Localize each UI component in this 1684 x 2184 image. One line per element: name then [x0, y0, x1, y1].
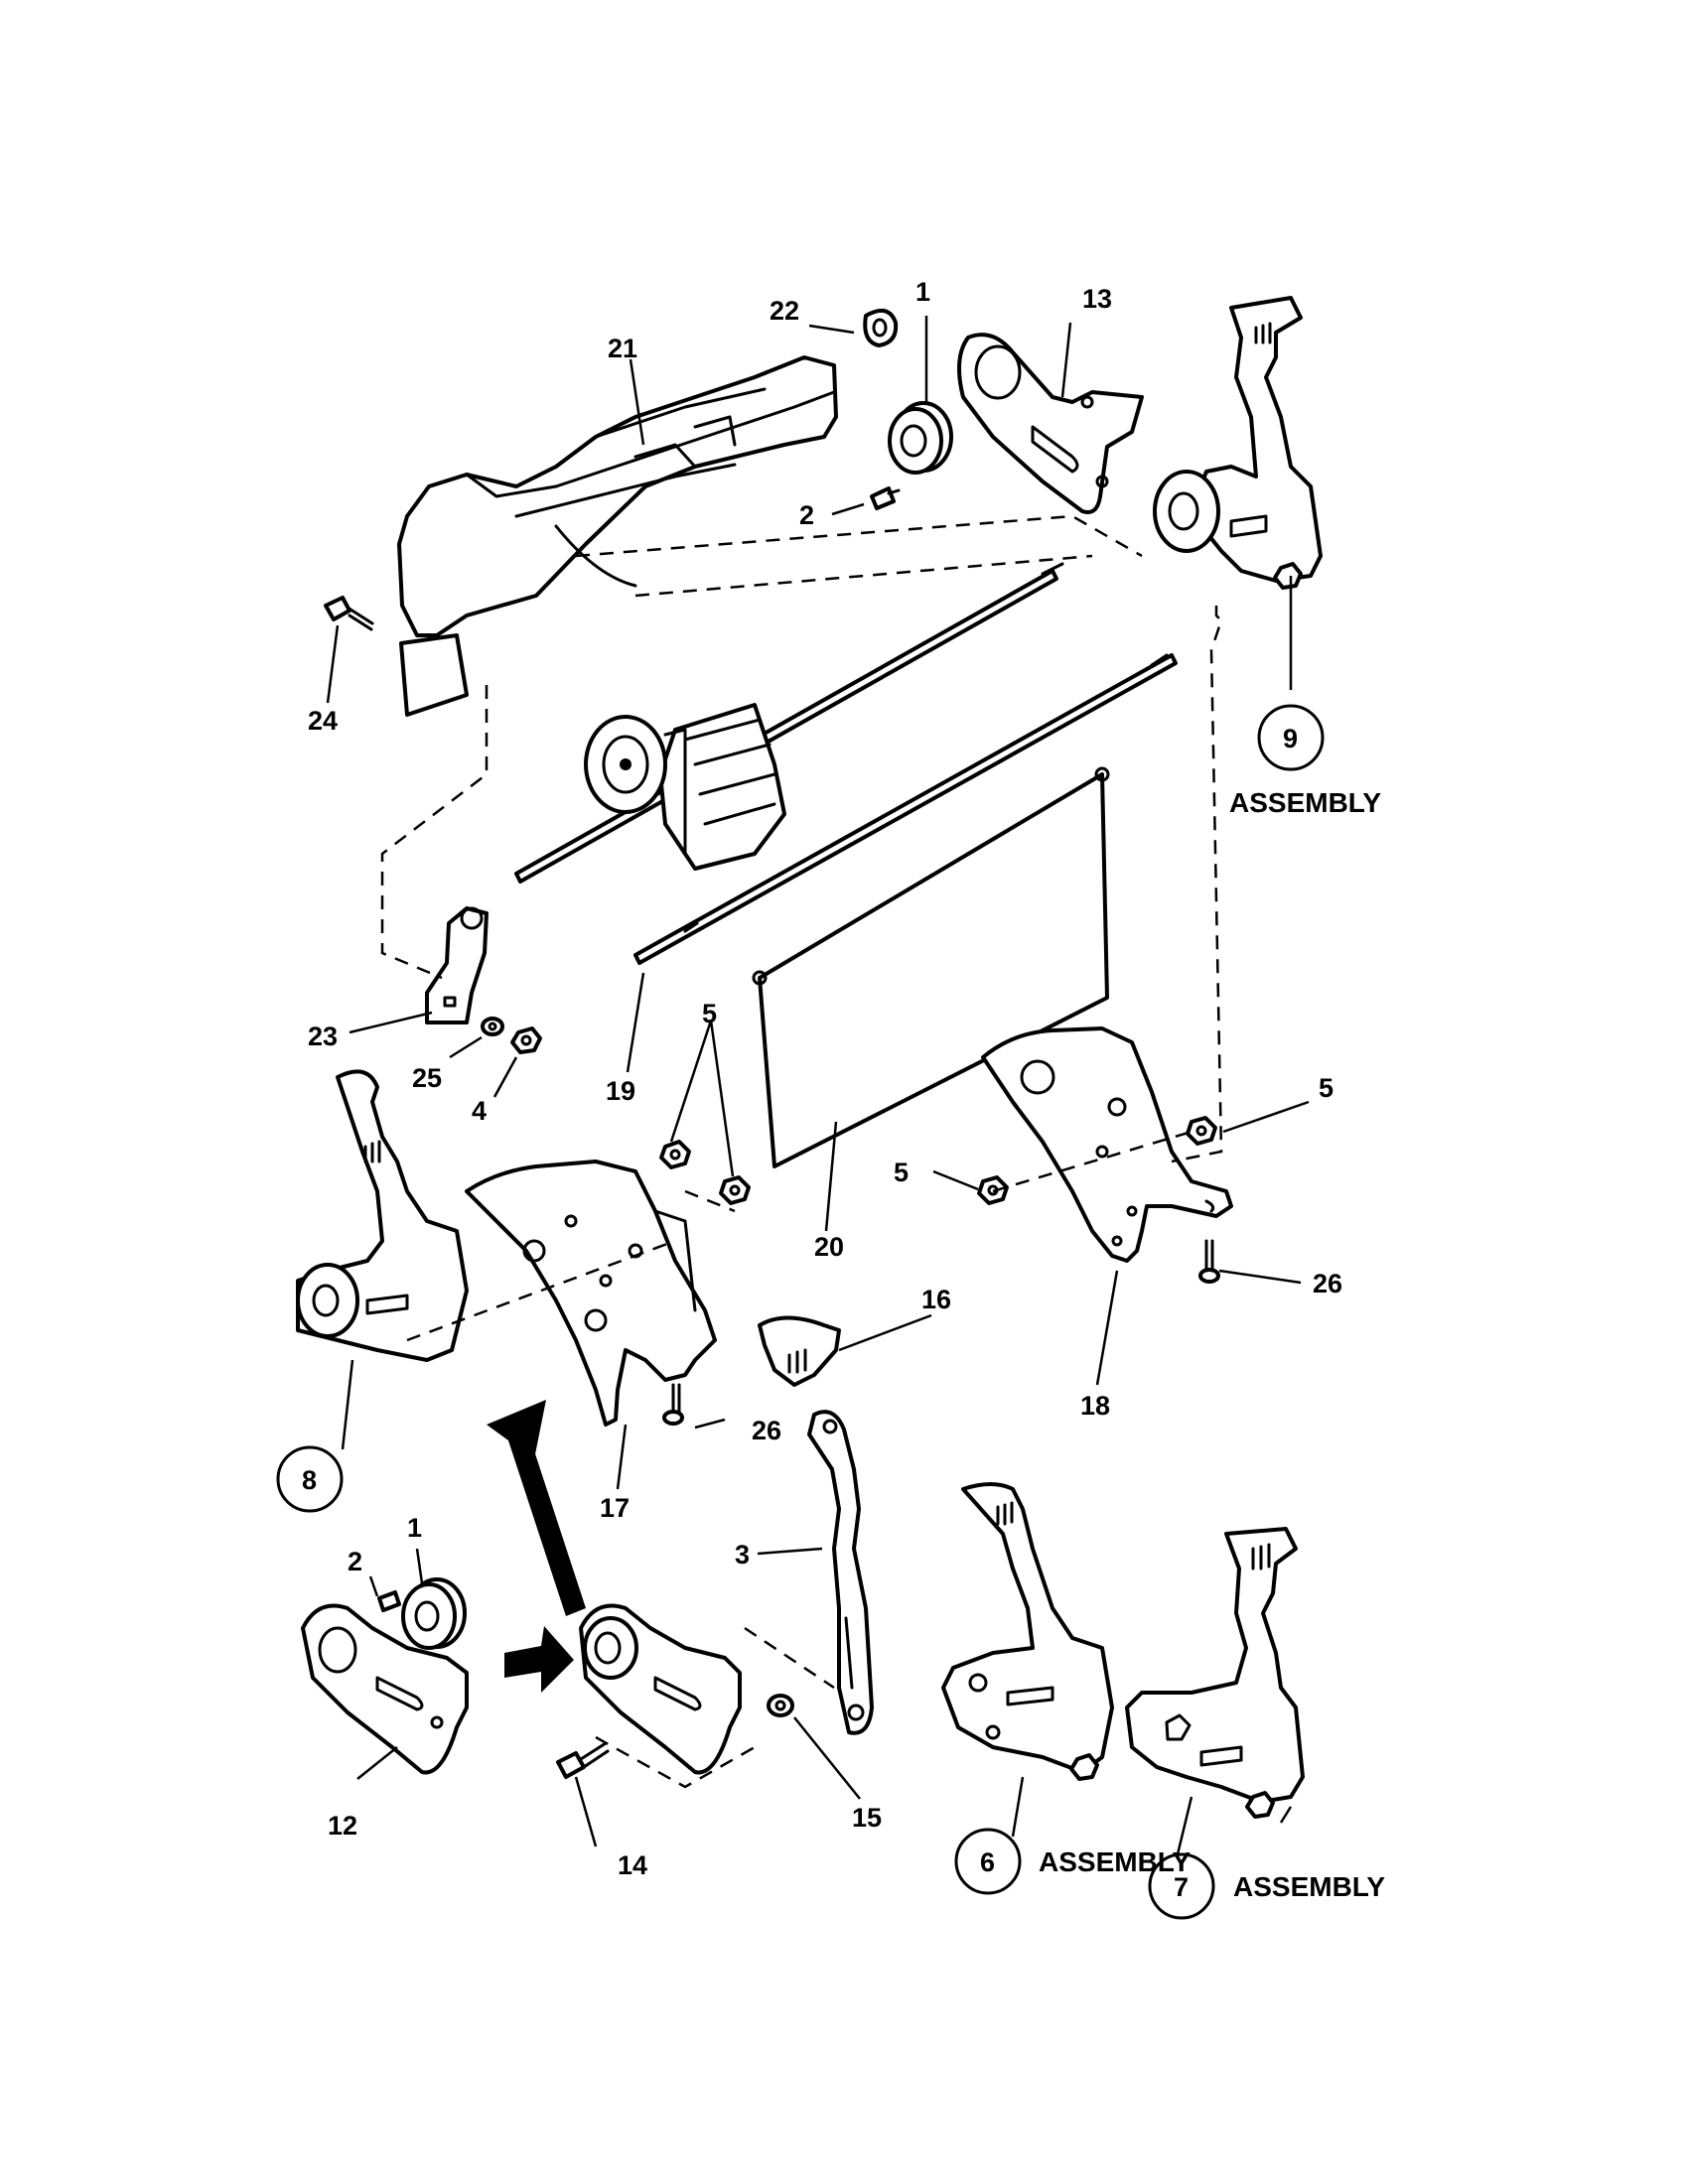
callout-22: 22: [770, 296, 799, 326]
assembly-9-label: ASSEMBLY: [1229, 787, 1381, 818]
callout-2-lower: 2: [348, 1547, 362, 1576]
assembly-6-label: ASSEMBLY: [1039, 1846, 1191, 1877]
assembly-7-number: 7: [1174, 1872, 1189, 1902]
callout-12: 12: [328, 1811, 357, 1841]
part-20-panel: [752, 766, 1110, 1168]
assembly-7-callout: 7 ASSEMBLY: [1148, 1852, 1385, 1920]
callout-2-upper: 2: [799, 500, 814, 530]
callout-25: 25: [412, 1063, 442, 1093]
callout-5-right: 5: [1319, 1073, 1333, 1103]
assembly-6-lever: [941, 1482, 1114, 1781]
arrow-right-indicator: [504, 1626, 574, 1693]
part-24-bolt: [324, 596, 374, 631]
callout-3: 3: [735, 1540, 750, 1570]
part-axle-shaft: [514, 562, 1064, 884]
assembly-8-number: 8: [302, 1465, 317, 1495]
assembly-6-number: 6: [980, 1847, 995, 1877]
part-2-screw-lower: [377, 1590, 401, 1612]
assembly-7-label: ASSEMBLY: [1233, 1871, 1385, 1902]
part-12-bracket: [301, 1603, 469, 1775]
callout-21: 21: [608, 334, 637, 363]
part-1-bearing-upper: [888, 401, 953, 475]
leader-lines: [326, 316, 1310, 1859]
callout-5-lower: 5: [894, 1158, 909, 1187]
part-middle-bracket: [579, 1603, 742, 1775]
callout-13: 13: [1082, 284, 1112, 314]
callout-15: 15: [852, 1803, 882, 1833]
assembly-callouts: 9 ASSEMBLY 8 7 ASSEMBLY 6 ASSEMBLY: [276, 704, 1385, 1920]
part-26-screw-right: [1198, 1239, 1220, 1284]
part-22-clip: [863, 308, 899, 347]
callout-1-upper: 1: [915, 277, 930, 307]
callout-labels: 1 1 2 2 3 4 5 5 5 12 13 14 15 16 17 18 1…: [308, 277, 1342, 1880]
callout-16: 16: [921, 1285, 951, 1314]
assembly-6-callout: 6 ASSEMBLY: [954, 1828, 1191, 1895]
part-16-cap: [758, 1315, 841, 1387]
part-26-screw-left: [662, 1383, 684, 1426]
part-19-rod: [633, 653, 1178, 965]
assembly-7-lever: [1125, 1527, 1305, 1819]
callout-1-lower: 1: [407, 1513, 422, 1543]
callout-19: 19: [606, 1076, 635, 1106]
part-17-side-plate: [465, 1160, 717, 1427]
assembly-9-number: 9: [1283, 724, 1298, 753]
callout-26-left: 26: [752, 1416, 781, 1445]
callout-17: 17: [600, 1493, 630, 1523]
arrow-up-indicator: [487, 1400, 586, 1616]
part-4-nut: [510, 1026, 542, 1054]
part-transmission: [584, 703, 786, 871]
callout-24: 24: [308, 706, 338, 736]
part-5-nut-4: [1186, 1116, 1217, 1146]
part-1-bearing-lower: [401, 1577, 467, 1650]
assembly-9-callout: 9 ASSEMBLY: [1229, 704, 1381, 818]
part-13-bracket: [957, 333, 1144, 514]
part-18-side-plate: [981, 1026, 1233, 1263]
part-2-screw-upper: [870, 486, 901, 510]
dashed-assembly-lines: [380, 514, 1223, 1789]
part-5-nut-2: [719, 1175, 751, 1205]
part-25-washer: [481, 1017, 504, 1036]
callout-5-middle: 5: [702, 999, 717, 1028]
part-3-link: [807, 1410, 874, 1735]
callout-23: 23: [308, 1022, 338, 1051]
callout-20: 20: [814, 1232, 844, 1262]
part-23-bracket: [425, 906, 489, 1024]
part-21-frame: [397, 355, 838, 717]
callout-4: 4: [472, 1096, 487, 1126]
assembly-9-lever: [1153, 296, 1323, 590]
callout-18: 18: [1080, 1391, 1110, 1421]
assembly-8-callout: 8: [276, 1445, 344, 1513]
assembly-8-lever: [296, 1069, 469, 1362]
part-15-washer: [767, 1694, 794, 1717]
callout-26-right: 26: [1313, 1269, 1342, 1298]
part-14-bolt: [556, 1741, 610, 1779]
part-5-nut-1: [659, 1140, 691, 1169]
callout-14: 14: [618, 1850, 647, 1880]
